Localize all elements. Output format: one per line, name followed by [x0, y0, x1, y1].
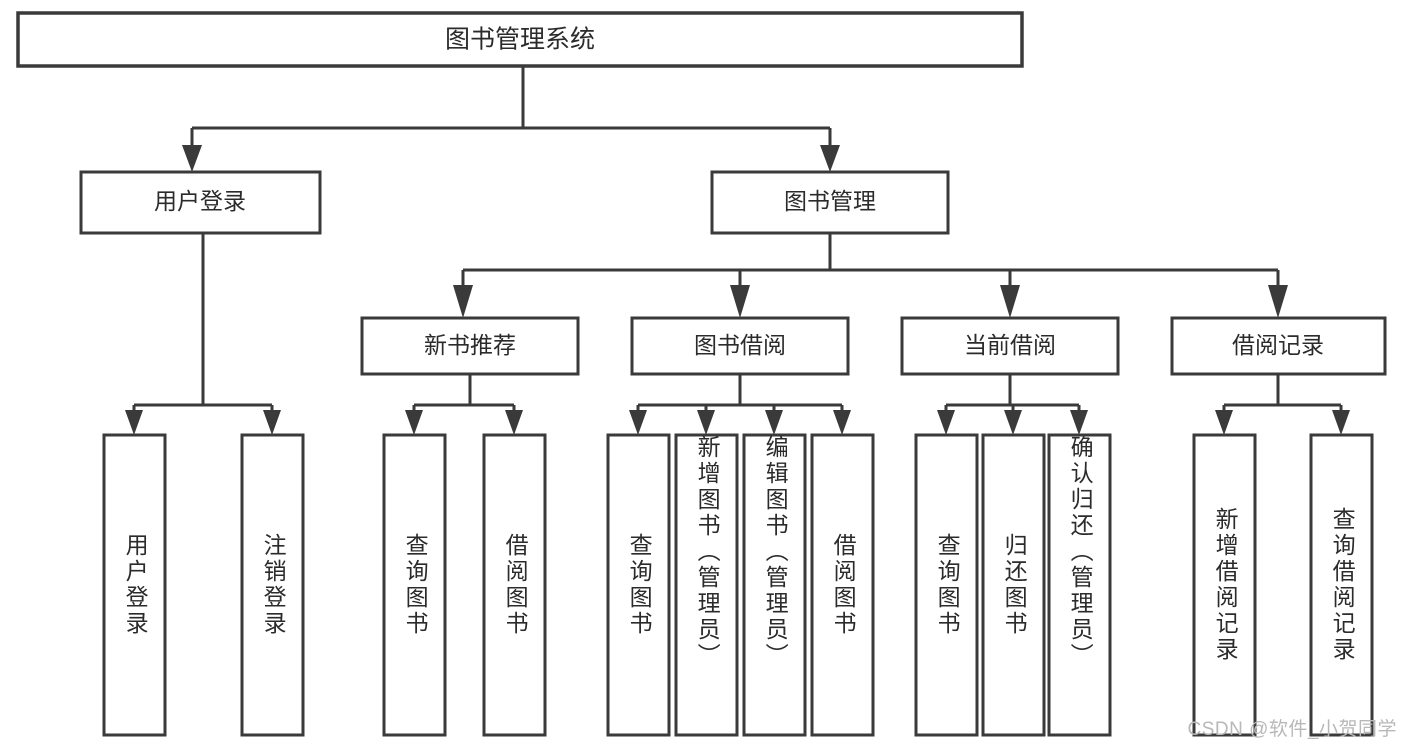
node-root-book-management-system[interactable] [16, 11, 1024, 68]
arrow-borrowrecord-leaf-1 [1215, 410, 1233, 435]
node-leaf-edit-book[interactable] [742, 433, 807, 737]
node-borrow-record[interactable] [1170, 316, 1387, 376]
node-book-manage[interactable] [710, 170, 950, 235]
node-leaf-logout-login[interactable] [240, 433, 305, 737]
node-book-manage-label: 图书管理 [784, 188, 876, 214]
node-leaf-return-book[interactable] [981, 433, 1046, 737]
node-leaf-query-book-1[interactable] [382, 433, 447, 737]
arrow-root-to-user-login [182, 145, 202, 172]
node-leaf-confirm-return[interactable] [1047, 433, 1112, 737]
node-leaf-query-record[interactable] [1309, 433, 1374, 737]
arrow-currentborrow-leaf-2 [1004, 410, 1022, 435]
arrow-currentborrow-leaf-3 [1070, 410, 1088, 435]
node-new-book-recommend-label: 新书推荐 [424, 332, 516, 358]
node-leaf-user-login[interactable] [102, 433, 167, 737]
node-book-borrow-label: 图书借阅 [694, 332, 786, 358]
node-user-login-label: 用户登录 [154, 188, 246, 214]
arrow-bookborrow-leaf-3 [765, 410, 783, 435]
arrow-to-current-borrow [1000, 285, 1020, 318]
arrow-bookborrow-leaf-4 [833, 410, 851, 435]
node-current-borrow[interactable] [900, 316, 1120, 376]
csdn-watermark: CSDN @软件_小贺同学 [1187, 719, 1397, 740]
connector-layer [125, 66, 1350, 435]
node-user-login[interactable] [79, 170, 322, 235]
node-borrow-record-label: 借阅记录 [1232, 332, 1324, 358]
node-book-borrow[interactable] [630, 316, 850, 376]
node-leaf-query-book-3[interactable] [914, 433, 979, 737]
node-leaf-add-book[interactable] [674, 433, 739, 737]
node-leaf-query-book-2[interactable] [606, 433, 671, 737]
node-leaf-add-record[interactable] [1192, 433, 1257, 737]
arrow-root-to-book-manage [820, 145, 840, 172]
arrow-bookborrow-leaf-2 [697, 410, 715, 435]
arrow-userlogin-leaf-1 [125, 410, 143, 435]
node-root-label: 图书管理系统 [445, 26, 595, 54]
node-new-book-recommend[interactable] [360, 316, 580, 376]
node-leaf-borrow-book-1[interactable] [482, 433, 547, 737]
arrow-currentborrow-leaf-1 [937, 410, 955, 435]
arrow-to-new-book-recommend [453, 285, 473, 318]
arrow-bookborrow-leaf-1 [629, 410, 647, 435]
arrow-newbook-leaf-1 [405, 410, 423, 435]
node-leaf-borrow-book-2[interactable] [810, 433, 875, 737]
node-current-borrow-label: 当前借阅 [964, 332, 1056, 358]
arrow-borrowrecord-leaf-2 [1332, 410, 1350, 435]
arrow-userlogin-leaf-2 [263, 410, 281, 435]
arrow-to-book-borrow [730, 285, 750, 318]
arrow-to-borrow-record [1268, 285, 1288, 318]
arrow-newbook-leaf-2 [505, 410, 523, 435]
node-layer: 图书管理系统 用户登录 图书管理 新书推荐 图书借阅 当前借阅 借阅记录 [16, 11, 1387, 737]
